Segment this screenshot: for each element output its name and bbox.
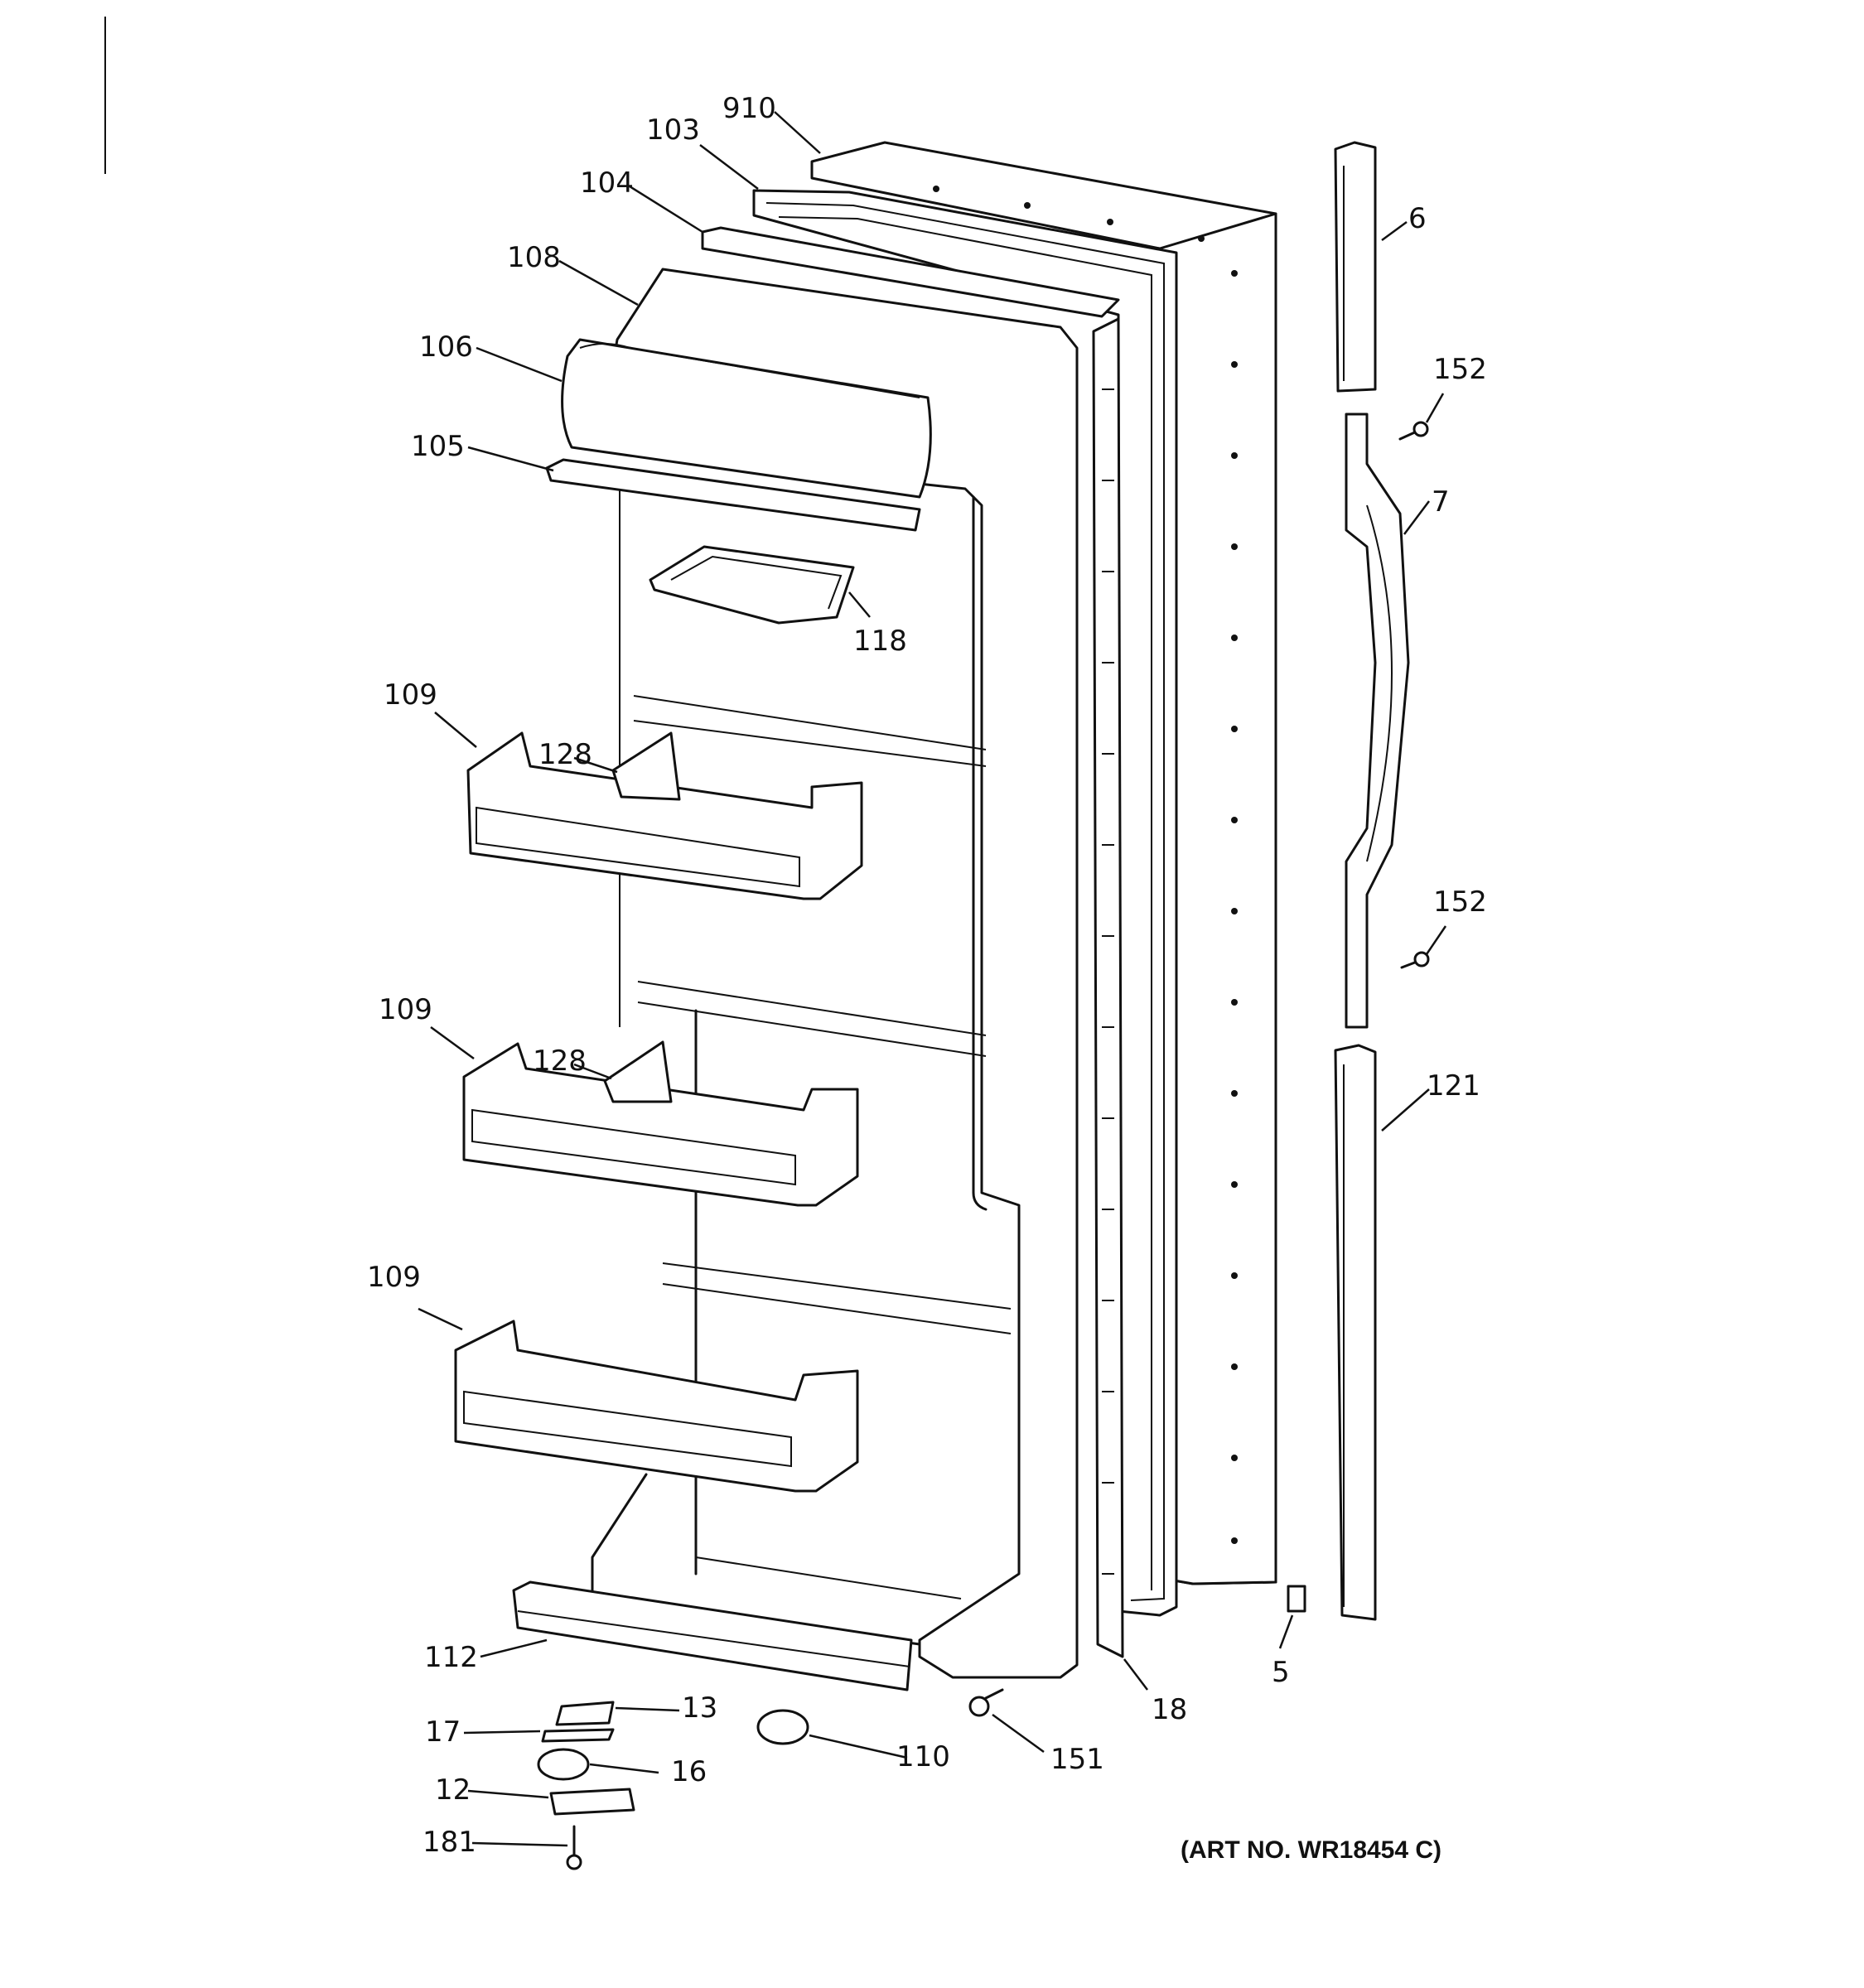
liner-shelf-ribs (633, 695, 1012, 1600)
callout-12: 12 (435, 1773, 471, 1807)
callout-13: 13 (682, 1691, 717, 1725)
callout-18: 18 (1152, 1693, 1187, 1726)
callout-105: 105 (411, 430, 465, 463)
callout-181: 181 (423, 1826, 476, 1859)
callout-leaders (418, 111, 1447, 1847)
egg-tray (649, 545, 855, 625)
callout-152-lower: 152 (1433, 885, 1487, 919)
screw-181 (566, 1825, 582, 1870)
callout-5: 5 (1272, 1656, 1290, 1689)
callout-112: 112 (424, 1641, 478, 1674)
handle-trim-121 (1334, 1044, 1377, 1621)
bin-divider-upper (611, 731, 681, 801)
callout-151: 151 (1050, 1743, 1104, 1776)
callout-109-middle: 109 (379, 993, 432, 1026)
door-stop-strip (1092, 317, 1124, 1658)
callout-152-upper: 152 (1433, 353, 1487, 386)
callout-labels: 910 103 104 108 106 105 118 109 128 109 … (367, 92, 1487, 1859)
door-gasket (752, 189, 1178, 1617)
door-bin-middle (462, 1042, 859, 1207)
bin-divider-middle (603, 1040, 673, 1103)
screw-152-lower (1400, 951, 1430, 969)
callout-108: 108 (507, 241, 561, 274)
callout-109-lower: 109 (367, 1261, 421, 1294)
door-stop-110 (756, 1709, 809, 1745)
callout-109-upper: 109 (384, 678, 437, 712)
hinge-parts (537, 1585, 1306, 1870)
callout-103: 103 (646, 113, 700, 147)
screw-151 (968, 1688, 1004, 1717)
bearing-16 (537, 1748, 590, 1781)
callout-118: 118 (853, 625, 907, 658)
callout-17: 17 (425, 1715, 461, 1749)
callout-128-middle: 128 (533, 1045, 587, 1078)
top-cap-strip (701, 226, 1120, 318)
callout-106: 106 (419, 331, 473, 364)
handle-cap-6 (1334, 141, 1377, 393)
hinge-shim-17 (541, 1728, 615, 1743)
plug-5 (1287, 1585, 1306, 1613)
callout-110: 110 (896, 1740, 950, 1773)
top-dairy-bin (561, 338, 932, 499)
hinge-12 (549, 1788, 635, 1816)
door-bin-lower (454, 1320, 859, 1493)
callout-121: 121 (1427, 1069, 1480, 1103)
callout-128-upper: 128 (538, 738, 592, 771)
callout-910: 910 (722, 92, 776, 125)
bottom-trim (512, 1580, 913, 1691)
art-number: (ART NO. WR18454 C) (1181, 1836, 1441, 1864)
callout-6: 6 (1408, 202, 1427, 235)
handle-7 (1345, 413, 1410, 1029)
screw-152-upper (1398, 421, 1429, 441)
callout-104: 104 (580, 166, 634, 200)
callout-16: 16 (671, 1755, 707, 1788)
door-bin-upper (466, 731, 863, 900)
hinge-plate-13 (555, 1701, 615, 1726)
dairy-door (545, 458, 921, 532)
callout-7: 7 (1432, 485, 1450, 519)
